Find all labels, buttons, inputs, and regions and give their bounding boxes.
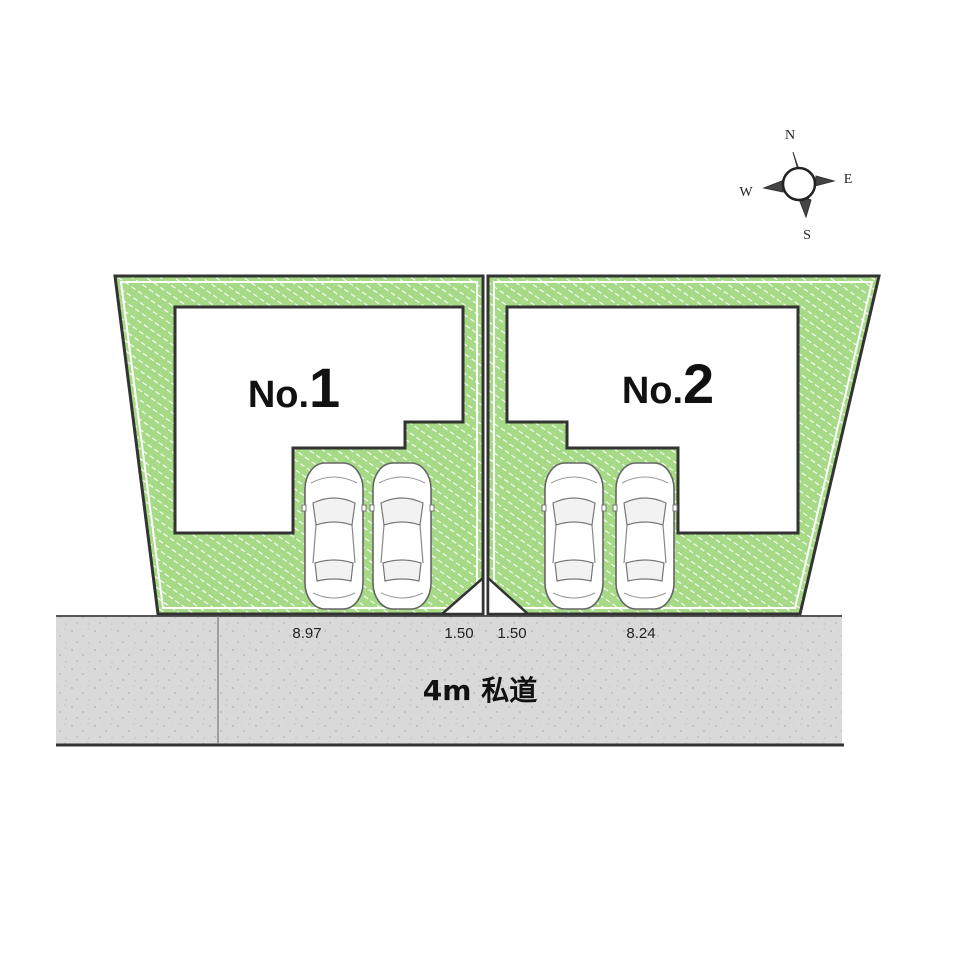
lot-2-corner-cut [486, 575, 532, 616]
lot-1-label: No.1 [248, 356, 340, 419]
frontage-dimensions: 8.97 1.50 1.50 8.24 [292, 625, 655, 642]
lot-2-car-2 [612, 462, 678, 610]
lot-1-building [173, 305, 465, 535]
lot-1-car-1 [301, 462, 367, 610]
lot-1-corner-cut [438, 575, 485, 616]
lot-2-inner-line [493, 281, 874, 609]
compass-south-label: S [803, 228, 811, 243]
road: 4m 私道 [56, 615, 844, 747]
lot-1-car-2 [369, 462, 435, 610]
lot-2: No.2 [486, 274, 881, 616]
road-label: 4m 私道 [423, 674, 537, 707]
lot-2-car-1 [541, 462, 607, 610]
compass-north-label: N [785, 128, 795, 143]
lot-2-building [505, 305, 800, 535]
lot1-frontage-dimension: 8.97 [292, 625, 321, 642]
lot2-frontage-dimension: 8.24 [626, 625, 655, 642]
compass-east-label: E [844, 172, 853, 187]
lot1-passage-dimension: 1.50 [444, 625, 473, 642]
compass: N E S W [739, 128, 852, 243]
lot-2-label-prefix: No. [622, 370, 683, 412]
lot2-passage-dimension: 1.50 [497, 625, 526, 642]
lot-1-label-prefix: No. [248, 374, 309, 416]
road-surface [56, 616, 842, 744]
compass-west-label: W [739, 185, 753, 200]
lot-2-label: No.2 [622, 352, 714, 415]
lot-1-label-number: 1 [309, 356, 340, 419]
lot-1: No.1 [113, 274, 485, 616]
compass-ring [781, 166, 817, 202]
compass-west-point [762, 180, 784, 193]
compass-east-point [814, 175, 836, 187]
lot-2-label-number: 2 [683, 352, 714, 415]
